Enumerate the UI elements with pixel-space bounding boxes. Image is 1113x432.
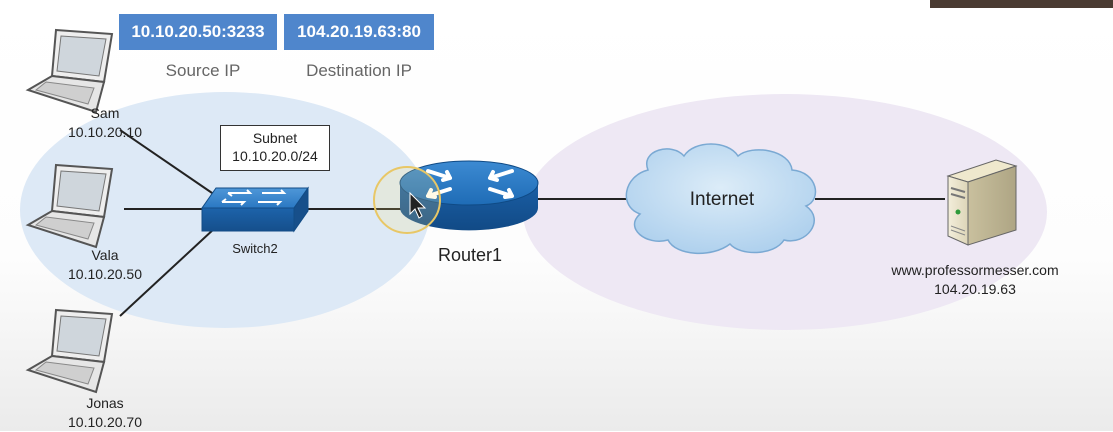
laptop-icon	[25, 163, 114, 249]
switch-label: Switch2	[232, 241, 278, 256]
server-hostname: www.professormesser.com	[891, 262, 1059, 278]
laptop-icon	[25, 28, 114, 114]
link-jonas-switch	[119, 227, 216, 317]
webcam-overlay	[930, 0, 1113, 8]
host-name: Sam	[90, 105, 120, 121]
server-ip: 104.20.19.63	[934, 281, 1016, 297]
router-label: Router1	[437, 245, 503, 265]
host-name: Vala	[91, 247, 119, 263]
destination-ip-caption: Destination IP	[306, 61, 412, 80]
host-label-jonas: Jonas 10.10.20.70	[40, 394, 170, 432]
host-name: Jonas	[86, 395, 124, 411]
cursor-highlight	[373, 166, 441, 234]
server-label: www.professormesser.com 104.20.19.63	[860, 261, 1090, 299]
switch-icon	[201, 186, 309, 233]
link-sam-switch	[119, 129, 216, 196]
host-label-sam: Sam 10.10.20.10	[40, 104, 170, 142]
laptop-icon	[25, 308, 114, 394]
host-ip: 10.10.20.50	[68, 266, 142, 282]
host-ip: 10.10.20.70	[68, 414, 142, 430]
subnet-title: Subnet	[252, 130, 298, 146]
host-ip: 10.10.20.10	[68, 124, 142, 140]
subnet-value: 10.10.20.0/24	[232, 148, 318, 164]
cloud-icon	[625, 143, 817, 255]
destination-ip-box: 104.20.19.63:80	[284, 14, 434, 50]
source-ip-caption: Source IP	[165, 61, 241, 80]
mouse-pointer-icon	[409, 191, 427, 219]
server-icon	[946, 159, 1018, 246]
cloud-label: Internet	[689, 189, 755, 210]
source-ip-box: 10.10.20.50:3233	[119, 14, 277, 50]
host-label-vala: Vala 10.10.20.50	[40, 246, 170, 284]
subnet-box: Subnet 10.10.20.0/24	[220, 125, 330, 171]
